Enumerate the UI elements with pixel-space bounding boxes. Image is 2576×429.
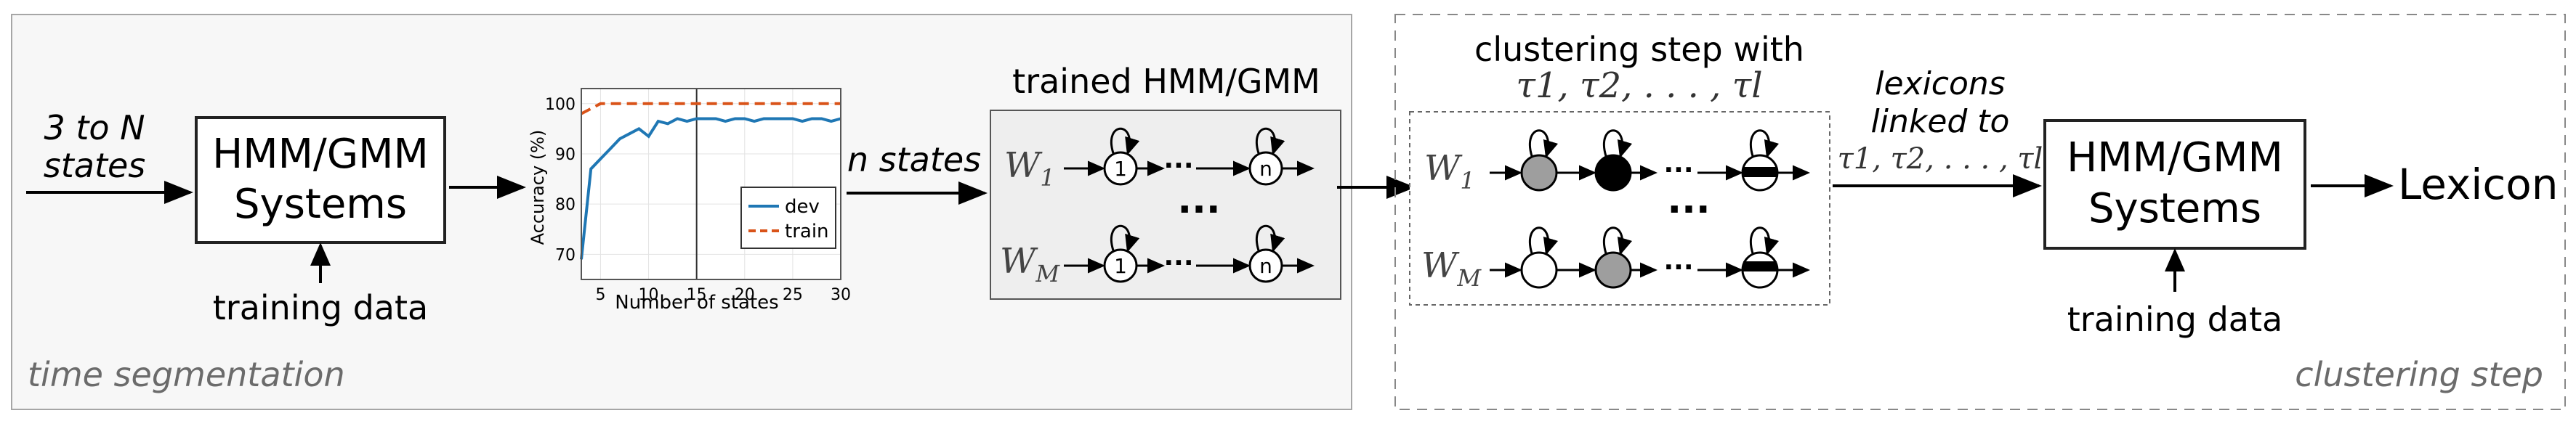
- trained-rowM-state-last-label: n: [1259, 254, 1272, 278]
- lexicon-output-label: Lexicon: [2398, 160, 2559, 209]
- trained-rowM-loop-last: [1256, 224, 1285, 253]
- cluster-rowM-chain-dots: ···: [1663, 253, 1693, 282]
- right-panel-frame: [1394, 14, 2566, 410]
- right-system-line1: HMM/GMM: [2067, 134, 2283, 181]
- cluster-row1-loop-b: [1602, 129, 1633, 158]
- cluster-rowM-loop-b: [1602, 226, 1633, 256]
- right-panel: clustering step clustering step with τ1,…: [1394, 14, 2566, 410]
- chart-series-dev: [580, 117, 841, 260]
- chart-xlabel: Number of states: [615, 292, 778, 314]
- cluster-word-last: WM: [1421, 245, 1482, 292]
- input-label-line2: states: [44, 146, 146, 185]
- left-system-line2: Systems: [234, 181, 407, 228]
- chart-y-tick-label: 70: [555, 246, 576, 264]
- trained-rows-dots: ···: [1177, 188, 1220, 232]
- cluster-word-first: W1: [1424, 148, 1475, 195]
- chart-x-tick-label: 30: [831, 286, 851, 304]
- trained-row1-loop-last: [1256, 127, 1285, 155]
- chart-legend-label-train: train: [785, 221, 829, 242]
- left-system-box: [195, 116, 446, 244]
- chart-legend: [740, 187, 836, 249]
- chart-y-tick-label: 80: [555, 196, 576, 214]
- cluster-rows-dots: ···: [1667, 188, 1710, 232]
- lexicons-label-line1: lexicons: [1875, 65, 2005, 102]
- chart-ylabel: Accuracy (%): [528, 130, 548, 245]
- cluster-row1-state-c-band: [1743, 167, 1777, 177]
- cluster-row1-state-b: [1594, 154, 1632, 192]
- chart-y-tick-label: 90: [555, 146, 576, 164]
- right-training-label: training data: [2067, 300, 2282, 339]
- trained-word-first: W1: [1004, 145, 1055, 192]
- trained-row1-loop-first: [1110, 127, 1140, 155]
- cluster-row1-chain-dots: ···: [1663, 155, 1693, 185]
- chart-frame: [581, 88, 841, 280]
- lexicons-params: τ1, τ2, . . . , τl: [1838, 142, 2043, 176]
- accuracy-chart: Accuracy (%) Number of states 5 10 15 20 25 3…: [528, 88, 851, 314]
- cluster-title: clustering step with: [1474, 30, 1804, 69]
- cluster-rowM-loop-c: [1749, 226, 1780, 256]
- trained-rowM-loop-first: [1110, 224, 1140, 253]
- trained-word-last: WM: [1000, 241, 1060, 287]
- cluster-rowM-loop-a: [1528, 226, 1559, 256]
- trained-rowM-state-first-label: 1: [1114, 254, 1127, 278]
- cluster-row1-state-a: [1520, 154, 1558, 192]
- left-system-line1: HMM/GMM: [212, 131, 429, 178]
- trained-title: trained HMM/GMM: [1012, 62, 1320, 101]
- chart-y-tick-label: 100: [545, 96, 576, 114]
- cluster-row1-loop-a: [1528, 129, 1559, 158]
- right-system-box: [2043, 119, 2306, 250]
- n-states-label: n states: [847, 140, 981, 179]
- trained-rowM-chain-dots: ···: [1163, 248, 1193, 278]
- left-training-label: training data: [213, 288, 428, 327]
- trained-row1-state-first-label: 1: [1114, 157, 1127, 181]
- chart-x-tick-label: 20: [735, 286, 755, 304]
- trained-row1-chain-dots: ···: [1163, 151, 1193, 181]
- cluster-row1-loop-c: [1749, 129, 1780, 158]
- chart-plot-area: [581, 89, 841, 279]
- cluster-rowM-state-c-band: [1743, 261, 1777, 271]
- cluster-params: τ1, τ2, . . . , τl: [1516, 65, 1762, 106]
- lexicons-label-line2: linked to: [1871, 103, 2010, 140]
- cluster-rowM-state-a: [1520, 251, 1558, 289]
- chart-x-tick-label: 5: [595, 286, 605, 304]
- right-system-line2: Systems: [2088, 185, 2261, 232]
- trained-row1-state-last-label: n: [1259, 157, 1272, 181]
- chart-x-tick-label: 25: [783, 286, 803, 304]
- cluster-rowM-state-b: [1594, 251, 1632, 289]
- chart-x-tick-label: 15: [687, 286, 707, 304]
- left-panel: time segmentation 3 to N states HMM/GMM …: [11, 14, 1352, 410]
- right-panel-caption: clustering step: [2295, 355, 2543, 394]
- left-panel-caption: time segmentation: [28, 355, 345, 394]
- chart-x-tick-label: 10: [639, 286, 659, 304]
- input-label-line1: 3 to N: [44, 108, 145, 147]
- chart-series-train: [581, 102, 841, 115]
- chart-legend-label-dev: dev: [785, 196, 820, 218]
